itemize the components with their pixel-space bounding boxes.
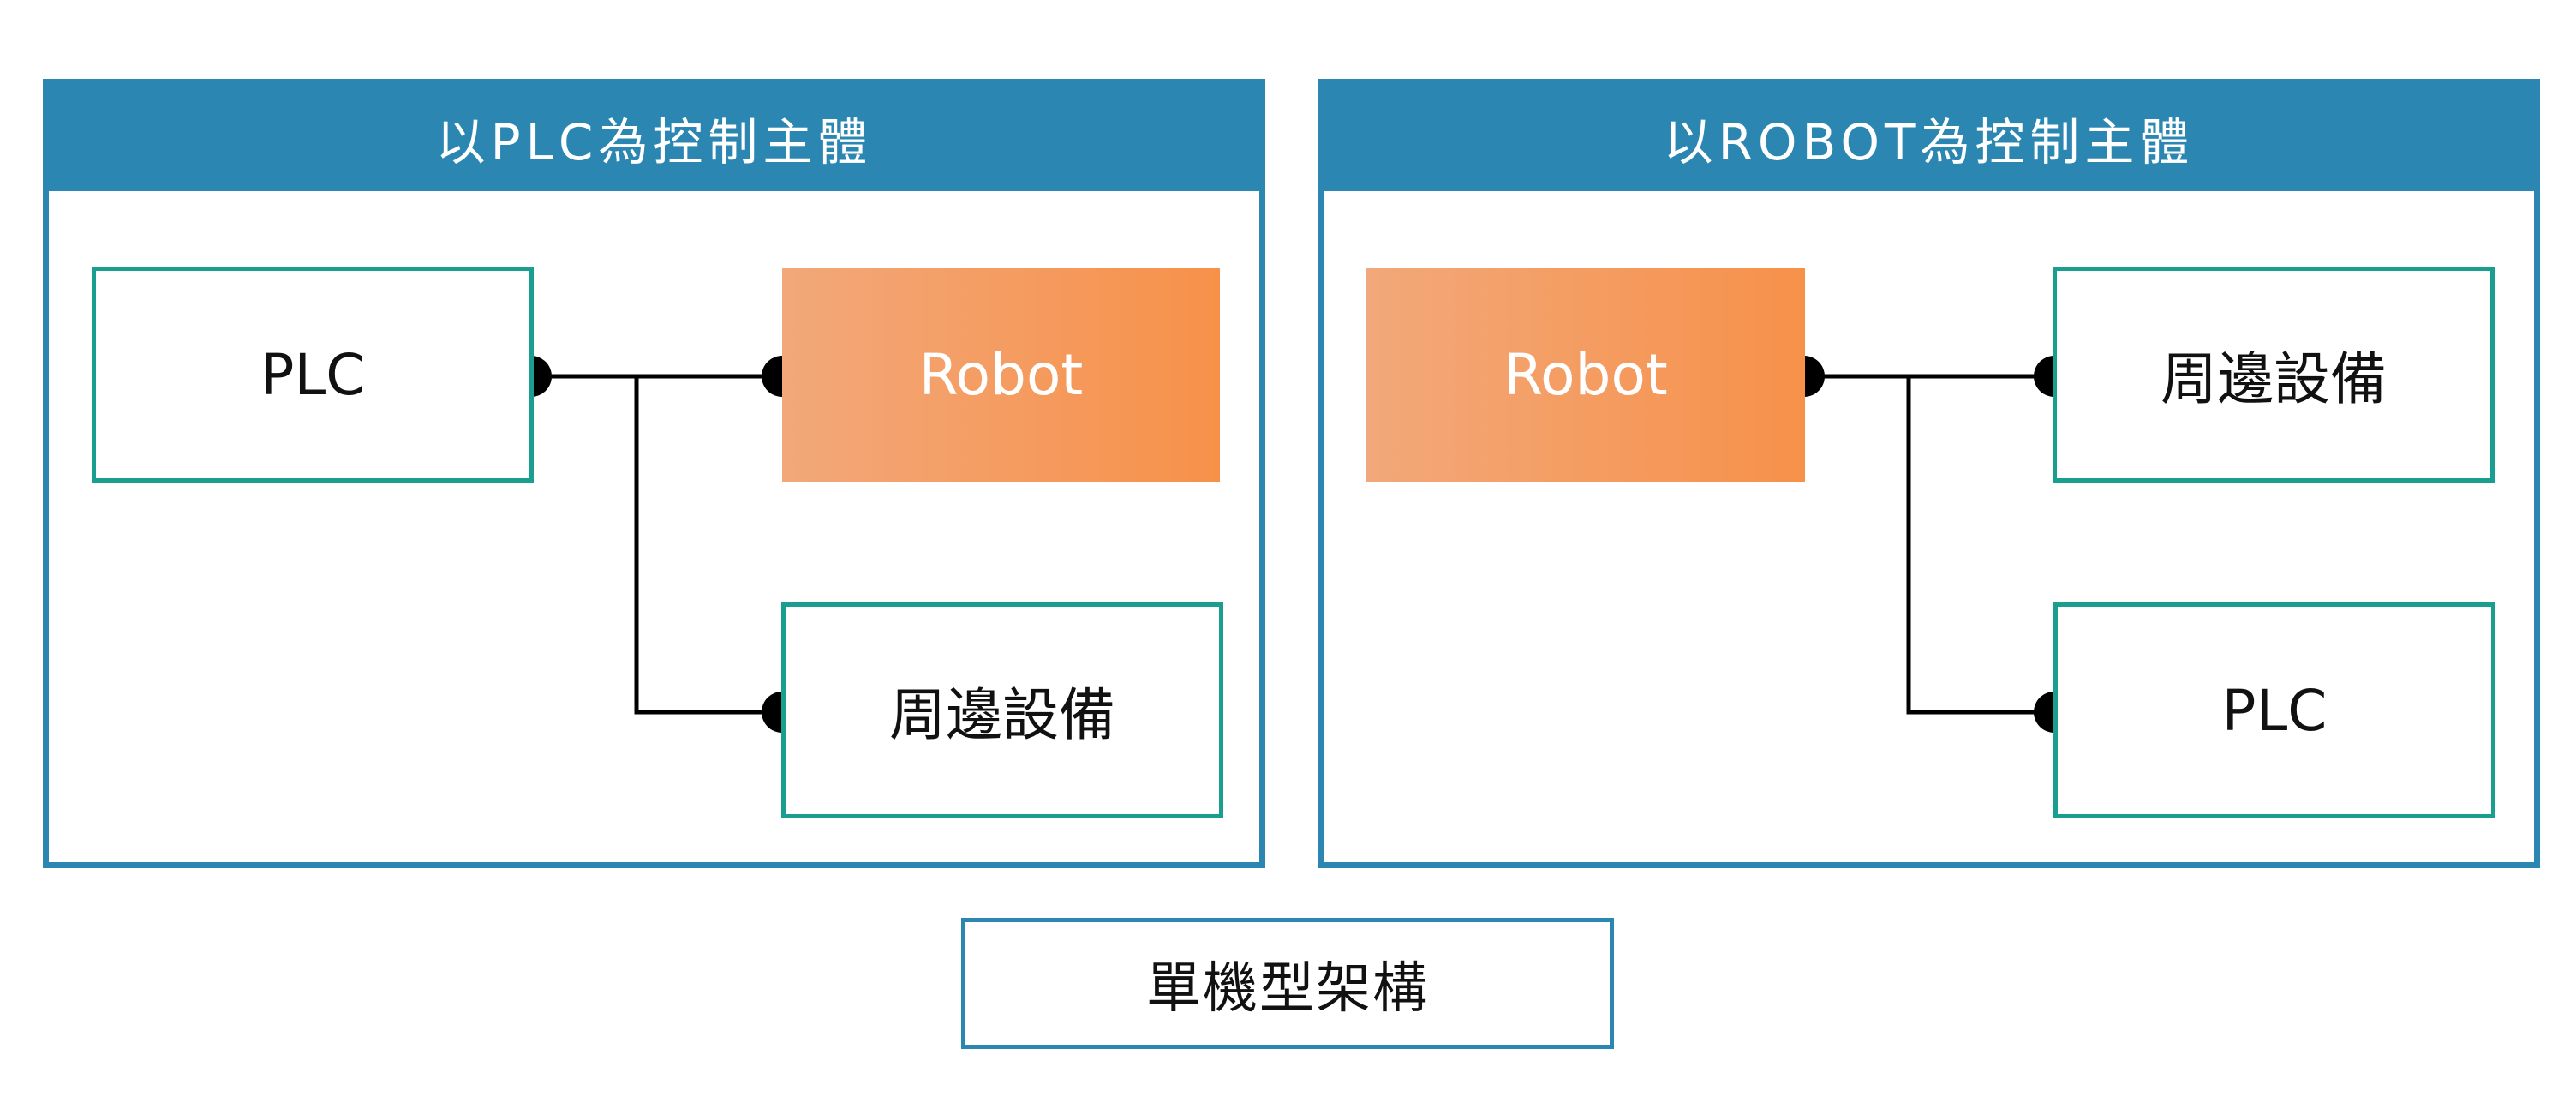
connector-line — [634, 376, 782, 715]
panel-title: 以PLC為控制主體 — [49, 85, 1259, 191]
panel-title: 以ROBOT為控制主體 — [1324, 85, 2534, 191]
diagram-caption: 單機型架構 — [961, 918, 1614, 1049]
robot-node: Robot — [782, 268, 1220, 482]
robot-node: Robot — [1366, 268, 1805, 482]
peripheral-node: 周邊設備 — [2053, 267, 2495, 483]
peripheral-node: 周邊設備 — [781, 602, 1223, 818]
plc-node: PLC — [92, 267, 534, 483]
plc-node: PLC — [2053, 602, 2495, 818]
connector-line — [1906, 376, 2054, 715]
